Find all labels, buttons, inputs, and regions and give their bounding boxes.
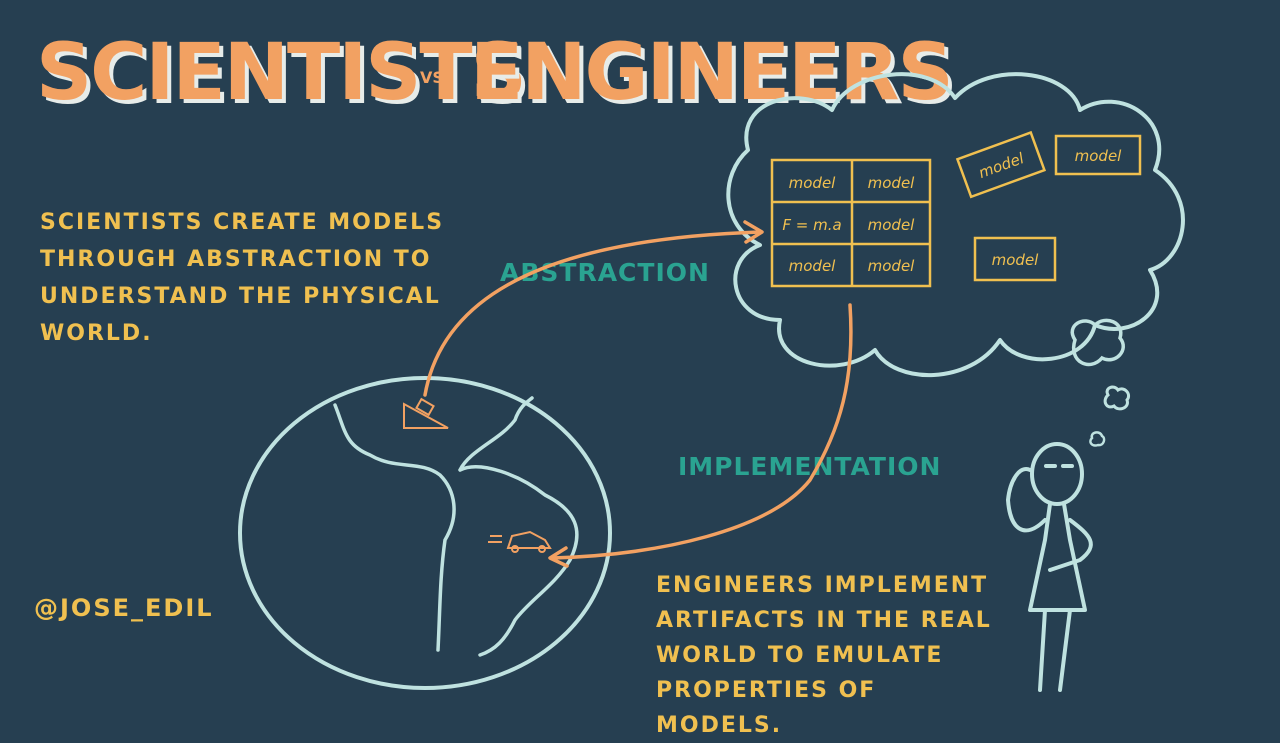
puzzle-piece-4: model [868, 216, 916, 234]
diagram-artwork: model model F = m.a model model model mo… [238, 72, 1185, 692]
author-handle: @JOSE_EDIL [34, 594, 214, 622]
thought-bubble-tiny [1089, 431, 1106, 447]
puzzle-grid: model model F = m.a model model model [770, 158, 932, 288]
title-engineers: ENGINEERS [470, 28, 954, 118]
loose-piece-tilted: model [955, 130, 1047, 199]
thought-cloud [726, 72, 1185, 377]
thought-bubble-small [1103, 385, 1131, 411]
abstraction-arrow [423, 230, 762, 397]
scientists-description: SCIENTISTS CREATE MODELS THROUGH ABSTRAC… [40, 210, 445, 346]
puzzle-piece-2: model [868, 174, 916, 192]
title-vs: VS. [420, 68, 450, 87]
car-icon [488, 530, 552, 553]
abstraction-arrowhead [743, 220, 764, 244]
svg-text:model: model [1075, 147, 1123, 165]
implementation-arrowhead [548, 546, 569, 568]
loose-piece-lower: model [973, 236, 1057, 282]
puzzle-piece-5: model [789, 257, 837, 275]
incline-block-icon [403, 397, 449, 429]
title-scientists: SCIENTISTS [36, 28, 527, 118]
loose-piece-top-right: model [1054, 134, 1142, 176]
puzzle-piece-formula: F = m.a [782, 216, 841, 234]
engineers-description: ENGINEERS IMPLEMENT ARTIFACTS IN THE REA… [656, 573, 992, 738]
thinking-stick-figure [1006, 442, 1093, 692]
thought-bubble-medium [1070, 318, 1125, 367]
puzzle-piece-1: model [789, 174, 837, 192]
implementation-arrow [550, 303, 853, 560]
puzzle-piece-6: model [868, 257, 916, 275]
earth-globe [238, 376, 612, 690]
svg-text:model: model [976, 149, 1027, 182]
implementation-label: IMPLEMENTATION [678, 452, 942, 481]
svg-text:model: model [992, 251, 1040, 269]
continent-outline [333, 396, 579, 657]
